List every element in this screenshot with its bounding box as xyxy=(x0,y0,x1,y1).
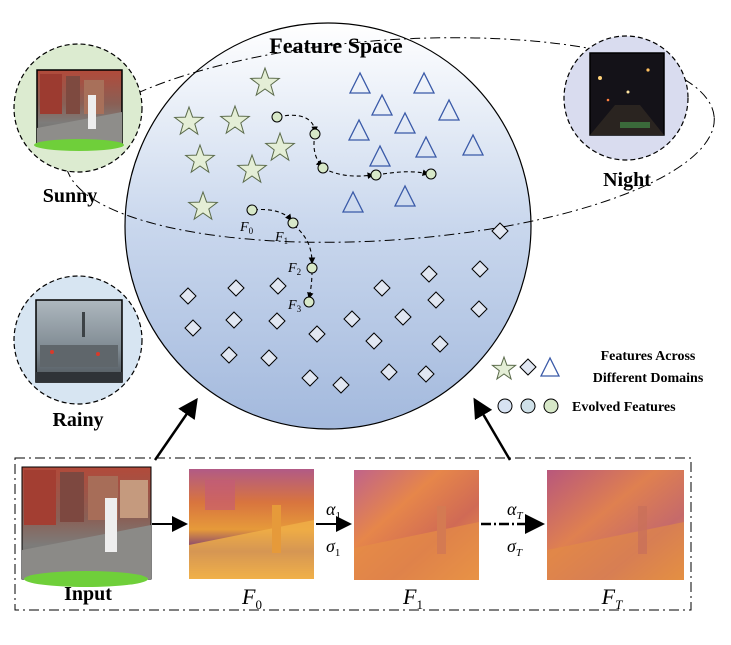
diamond-icon xyxy=(332,376,350,394)
diamond-icon xyxy=(420,265,438,283)
lower-path xyxy=(253,208,292,221)
star-icon xyxy=(249,66,281,97)
legend-evolved-circle-2 xyxy=(520,398,536,414)
diamond-icon xyxy=(308,325,326,343)
sunny-label: Sunny xyxy=(43,185,98,207)
lower-path xyxy=(293,224,316,265)
star-icon xyxy=(264,131,296,162)
diamond-icon xyxy=(227,279,245,297)
triangle-icon xyxy=(412,71,436,94)
alpha1-label: α1 xyxy=(326,499,341,522)
legend-triangle-icon xyxy=(539,356,561,377)
triangle-icon xyxy=(461,133,485,156)
sigmaT-label: σT xyxy=(507,536,523,559)
triangle-icon xyxy=(437,98,461,121)
diamond-icon xyxy=(269,277,287,295)
diamond-icon xyxy=(491,222,509,240)
arrow-to-sphere-left xyxy=(153,397,198,461)
pipeline-box xyxy=(14,457,692,611)
input-label: Input xyxy=(64,583,112,605)
triangle-icon xyxy=(393,184,417,207)
triangle-icon xyxy=(370,93,394,116)
diamond-icon xyxy=(380,363,398,381)
diamond-features xyxy=(179,222,509,394)
night-label: Night xyxy=(603,169,651,191)
evolved-point xyxy=(271,111,283,123)
legend-domains-line2: Different Domains xyxy=(593,371,704,386)
night-domain: Night xyxy=(563,35,689,191)
diamond-icon xyxy=(220,346,238,364)
arrow-to-sphere-right xyxy=(473,397,512,461)
feature-map-ft xyxy=(547,470,684,580)
diamond-icon xyxy=(301,369,319,387)
label-f0: F0 xyxy=(239,220,254,236)
triangle-icon xyxy=(347,118,371,141)
feature-map-f0 xyxy=(189,469,314,579)
rainy-image xyxy=(35,299,123,383)
evolved-point xyxy=(306,262,318,274)
title: Feature Space xyxy=(269,33,403,58)
diamond-icon xyxy=(431,335,449,353)
triangle-features xyxy=(341,71,485,213)
legend-domains-line1: Features Across xyxy=(601,349,696,364)
diamond-icon xyxy=(427,291,445,309)
f0-label: F0 xyxy=(241,584,262,612)
star-icon xyxy=(173,105,205,136)
legend-star-icon xyxy=(490,355,518,381)
star-icon xyxy=(187,190,219,221)
diamond-icon xyxy=(394,308,412,326)
f1-label: F1 xyxy=(402,584,423,612)
diamond-icon xyxy=(365,332,383,350)
feature-sphere xyxy=(124,22,532,430)
star-icon xyxy=(236,153,268,184)
diamond-icon xyxy=(343,310,361,328)
legend-evolved-circle-3 xyxy=(543,398,559,414)
legend-evolved: Evolved Features xyxy=(572,400,676,415)
label-f2: F2 xyxy=(287,261,301,277)
diamond-icon xyxy=(471,260,489,278)
diamond-icon xyxy=(373,279,391,297)
legend: Features Across Different Domains Evolve… xyxy=(490,349,704,415)
legend-evolved-circle-1 xyxy=(497,398,513,414)
diamond-icon xyxy=(470,300,488,318)
feature-map-f1 xyxy=(354,470,479,580)
evolved-point xyxy=(370,169,382,181)
alphaT-label: αT xyxy=(507,499,523,522)
legend-diamond-icon xyxy=(519,358,537,376)
diamond-icon xyxy=(225,311,243,329)
diamond-icon xyxy=(184,319,202,337)
ft-label: FT xyxy=(601,584,623,612)
triangle-icon xyxy=(341,190,365,213)
evolved-point xyxy=(309,128,321,140)
label-f1: F1 xyxy=(274,230,288,246)
input-image xyxy=(21,466,152,587)
evolved-feature-points xyxy=(246,111,437,308)
diamond-icon xyxy=(417,365,435,383)
evolved-point xyxy=(246,204,258,216)
sunny-domain: Sunny xyxy=(13,43,143,207)
triangle-icon xyxy=(368,144,392,167)
triangle-icon xyxy=(348,71,372,94)
star-features xyxy=(173,66,296,221)
rainy-domain: Rainy xyxy=(13,275,143,431)
sigma1-label: σ1 xyxy=(326,536,340,559)
diamond-icon xyxy=(268,312,286,330)
diamond-icon xyxy=(179,287,197,305)
triangle-icon xyxy=(393,111,417,134)
evolved-point xyxy=(287,217,299,229)
evolved-point xyxy=(425,168,437,180)
diamond-icon xyxy=(260,349,278,367)
evolved-point xyxy=(303,296,315,308)
label-f3: F3 xyxy=(287,298,302,314)
rainy-label: Rainy xyxy=(52,409,103,431)
evolved-point xyxy=(317,162,329,174)
triangle-icon xyxy=(414,135,438,158)
star-icon xyxy=(184,143,216,174)
star-icon xyxy=(219,104,251,135)
